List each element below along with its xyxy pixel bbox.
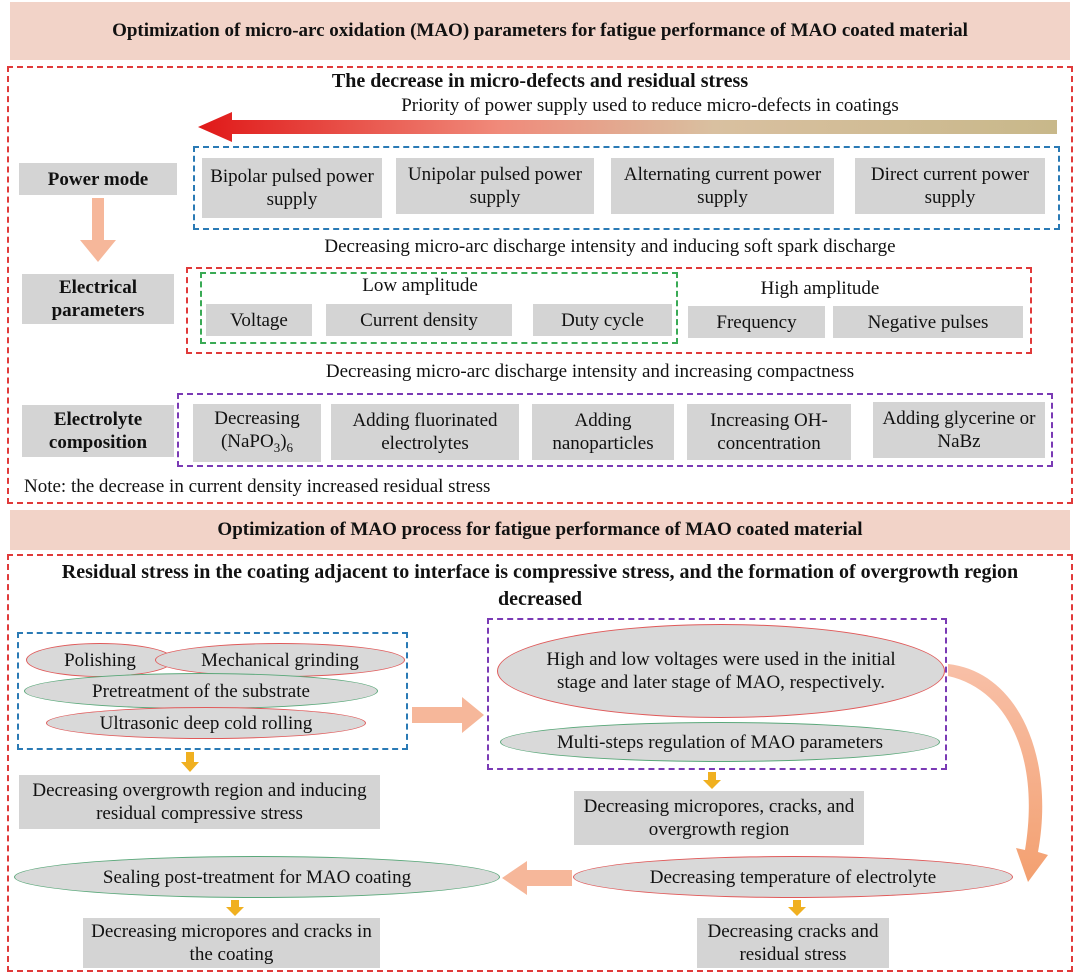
top-title-text: Optimization of micro-arc oxidation (MAO… <box>112 20 968 41</box>
voltages-ellipse: High and low voltages were used in the i… <box>497 624 945 718</box>
transition-text-1: Decreasing micro-arc discharge intensity… <box>324 236 896 257</box>
down-arrow-temperature <box>788 900 806 916</box>
group-right-arrow <box>412 697 484 733</box>
electrolyte-item-glycerine: Adding glycerine or NaBz <box>873 402 1045 458</box>
low-amplitude-label: Low amplitude <box>362 275 478 296</box>
electrolyte-item-napo3-formula: (NaPO <box>220 431 274 453</box>
temperature-left-arrow <box>502 861 572 895</box>
sealing-ellipse: Sealing post-treatment for MAO coating <box>14 856 500 898</box>
section1-box <box>7 66 1073 504</box>
electrolyte-item-napo3-sub1: 3 <box>273 439 281 455</box>
power-item-bipolar: Bipolar pulsed power supply <box>202 158 382 218</box>
power-item-ac: Alternating current power supply <box>611 158 834 214</box>
section1-heading: The decrease in micro-defects and residu… <box>331 70 749 92</box>
sealing-text: Sealing post-treatment for MAO coating <box>102 866 412 888</box>
result-bottom-right-box: Decreasing cracks and residual stress <box>697 918 889 968</box>
power-item-unipolar: Unipolar pulsed power supply <box>396 158 594 214</box>
voltages-text: High and low voltages were used in the i… <box>546 649 896 693</box>
electrolyte-item-fluorinated: Adding fluorinated electrolytes <box>331 404 519 460</box>
electrical-item-current-density: Current density <box>326 304 512 336</box>
electrical-group <box>186 267 1032 354</box>
electrolyte-item-nanoparticles: Adding nanoparticles <box>532 404 674 460</box>
down-arrow-sealing <box>226 900 244 916</box>
pretreatment-group <box>17 632 408 750</box>
power-mode-label: Power mode <box>19 163 177 195</box>
electrolyte-item-napo3-formula-wrap: (NaPO3)6 <box>221 430 293 459</box>
temperature-text: Decreasing temperature of electrolyte <box>649 866 937 888</box>
multisteps-ellipse: Multi-steps regulation of MAO parameters <box>500 722 940 762</box>
electrical-item-duty-cycle: Duty cycle <box>533 304 672 336</box>
mech-grinding-text: Mechanical grinding <box>201 649 359 671</box>
power-item-dc: Direct current power supply <box>855 158 1045 214</box>
priority-arrow <box>198 112 1057 142</box>
transition-text-2: Decreasing micro-arc discharge intensity… <box>325 361 855 382</box>
down-arrow-mid <box>703 772 721 789</box>
high-amplitude-label: High amplitude <box>760 278 880 299</box>
result-left-box: Decreasing overgrowth region and inducin… <box>19 775 380 829</box>
section2-title-text: Optimization of MAO process for fatigue … <box>217 519 863 540</box>
down-arrow-left <box>181 752 199 772</box>
pretreatment-text: Pretreatment of the substrate <box>92 680 310 702</box>
electrolyte-label: Electrolyte composition <box>22 405 174 457</box>
electrolyte-item-oh: Increasing OH- concentration <box>687 404 851 460</box>
curved-arrow <box>948 664 1048 882</box>
section2-title: Optimization of MAO process for fatigue … <box>10 510 1070 550</box>
note-text: Note: the decrease in current density in… <box>24 476 491 497</box>
voltage-group <box>487 618 947 770</box>
result-bottom-left-box: Decreasing micropores and cracks in the … <box>83 918 380 968</box>
result-mid-box: Decreasing micropores, cracks, and overg… <box>574 791 864 845</box>
electrical-item-frequency: Frequency <box>688 306 825 338</box>
electrical-label: Electrical parameters <box>22 274 174 324</box>
ultrasonic-ellipse: Ultrasonic deep cold rolling <box>46 707 366 739</box>
section2-heading: Residual stress in the coating adjacent … <box>61 561 1019 610</box>
electrical-item-negative-pulses: Negative pulses <box>833 306 1023 338</box>
ultrasonic-text: Ultrasonic deep cold rolling <box>99 712 313 734</box>
priority-text: Priority of power supply used to reduce … <box>401 95 899 116</box>
electrical-item-voltage: Voltage <box>206 304 312 336</box>
section2-box <box>7 554 1073 972</box>
electrolyte-item-napo3: Decreasing (NaPO3)6 <box>193 404 321 462</box>
electrolyte-item-napo3-main: Decreasing <box>214 408 300 430</box>
multisteps-text: Multi-steps regulation of MAO parameters <box>556 731 884 753</box>
polishing-ellipse: Polishing <box>26 643 174 677</box>
top-title: Optimization of micro-arc oxidation (MAO… <box>10 2 1070 60</box>
polishing-text: Polishing <box>64 649 136 671</box>
temperature-ellipse: Decreasing temperature of electrolyte <box>573 856 1013 898</box>
electrolyte-group <box>177 393 1053 467</box>
electrolyte-item-napo3-close: ) <box>280 431 287 453</box>
low-amplitude-group <box>200 272 678 344</box>
power-mode-group <box>193 146 1060 230</box>
power-down-arrow <box>80 198 116 262</box>
pretreatment-ellipse: Pretreatment of the substrate <box>24 673 378 709</box>
electrolyte-item-napo3-sub2: 6 <box>286 439 294 455</box>
